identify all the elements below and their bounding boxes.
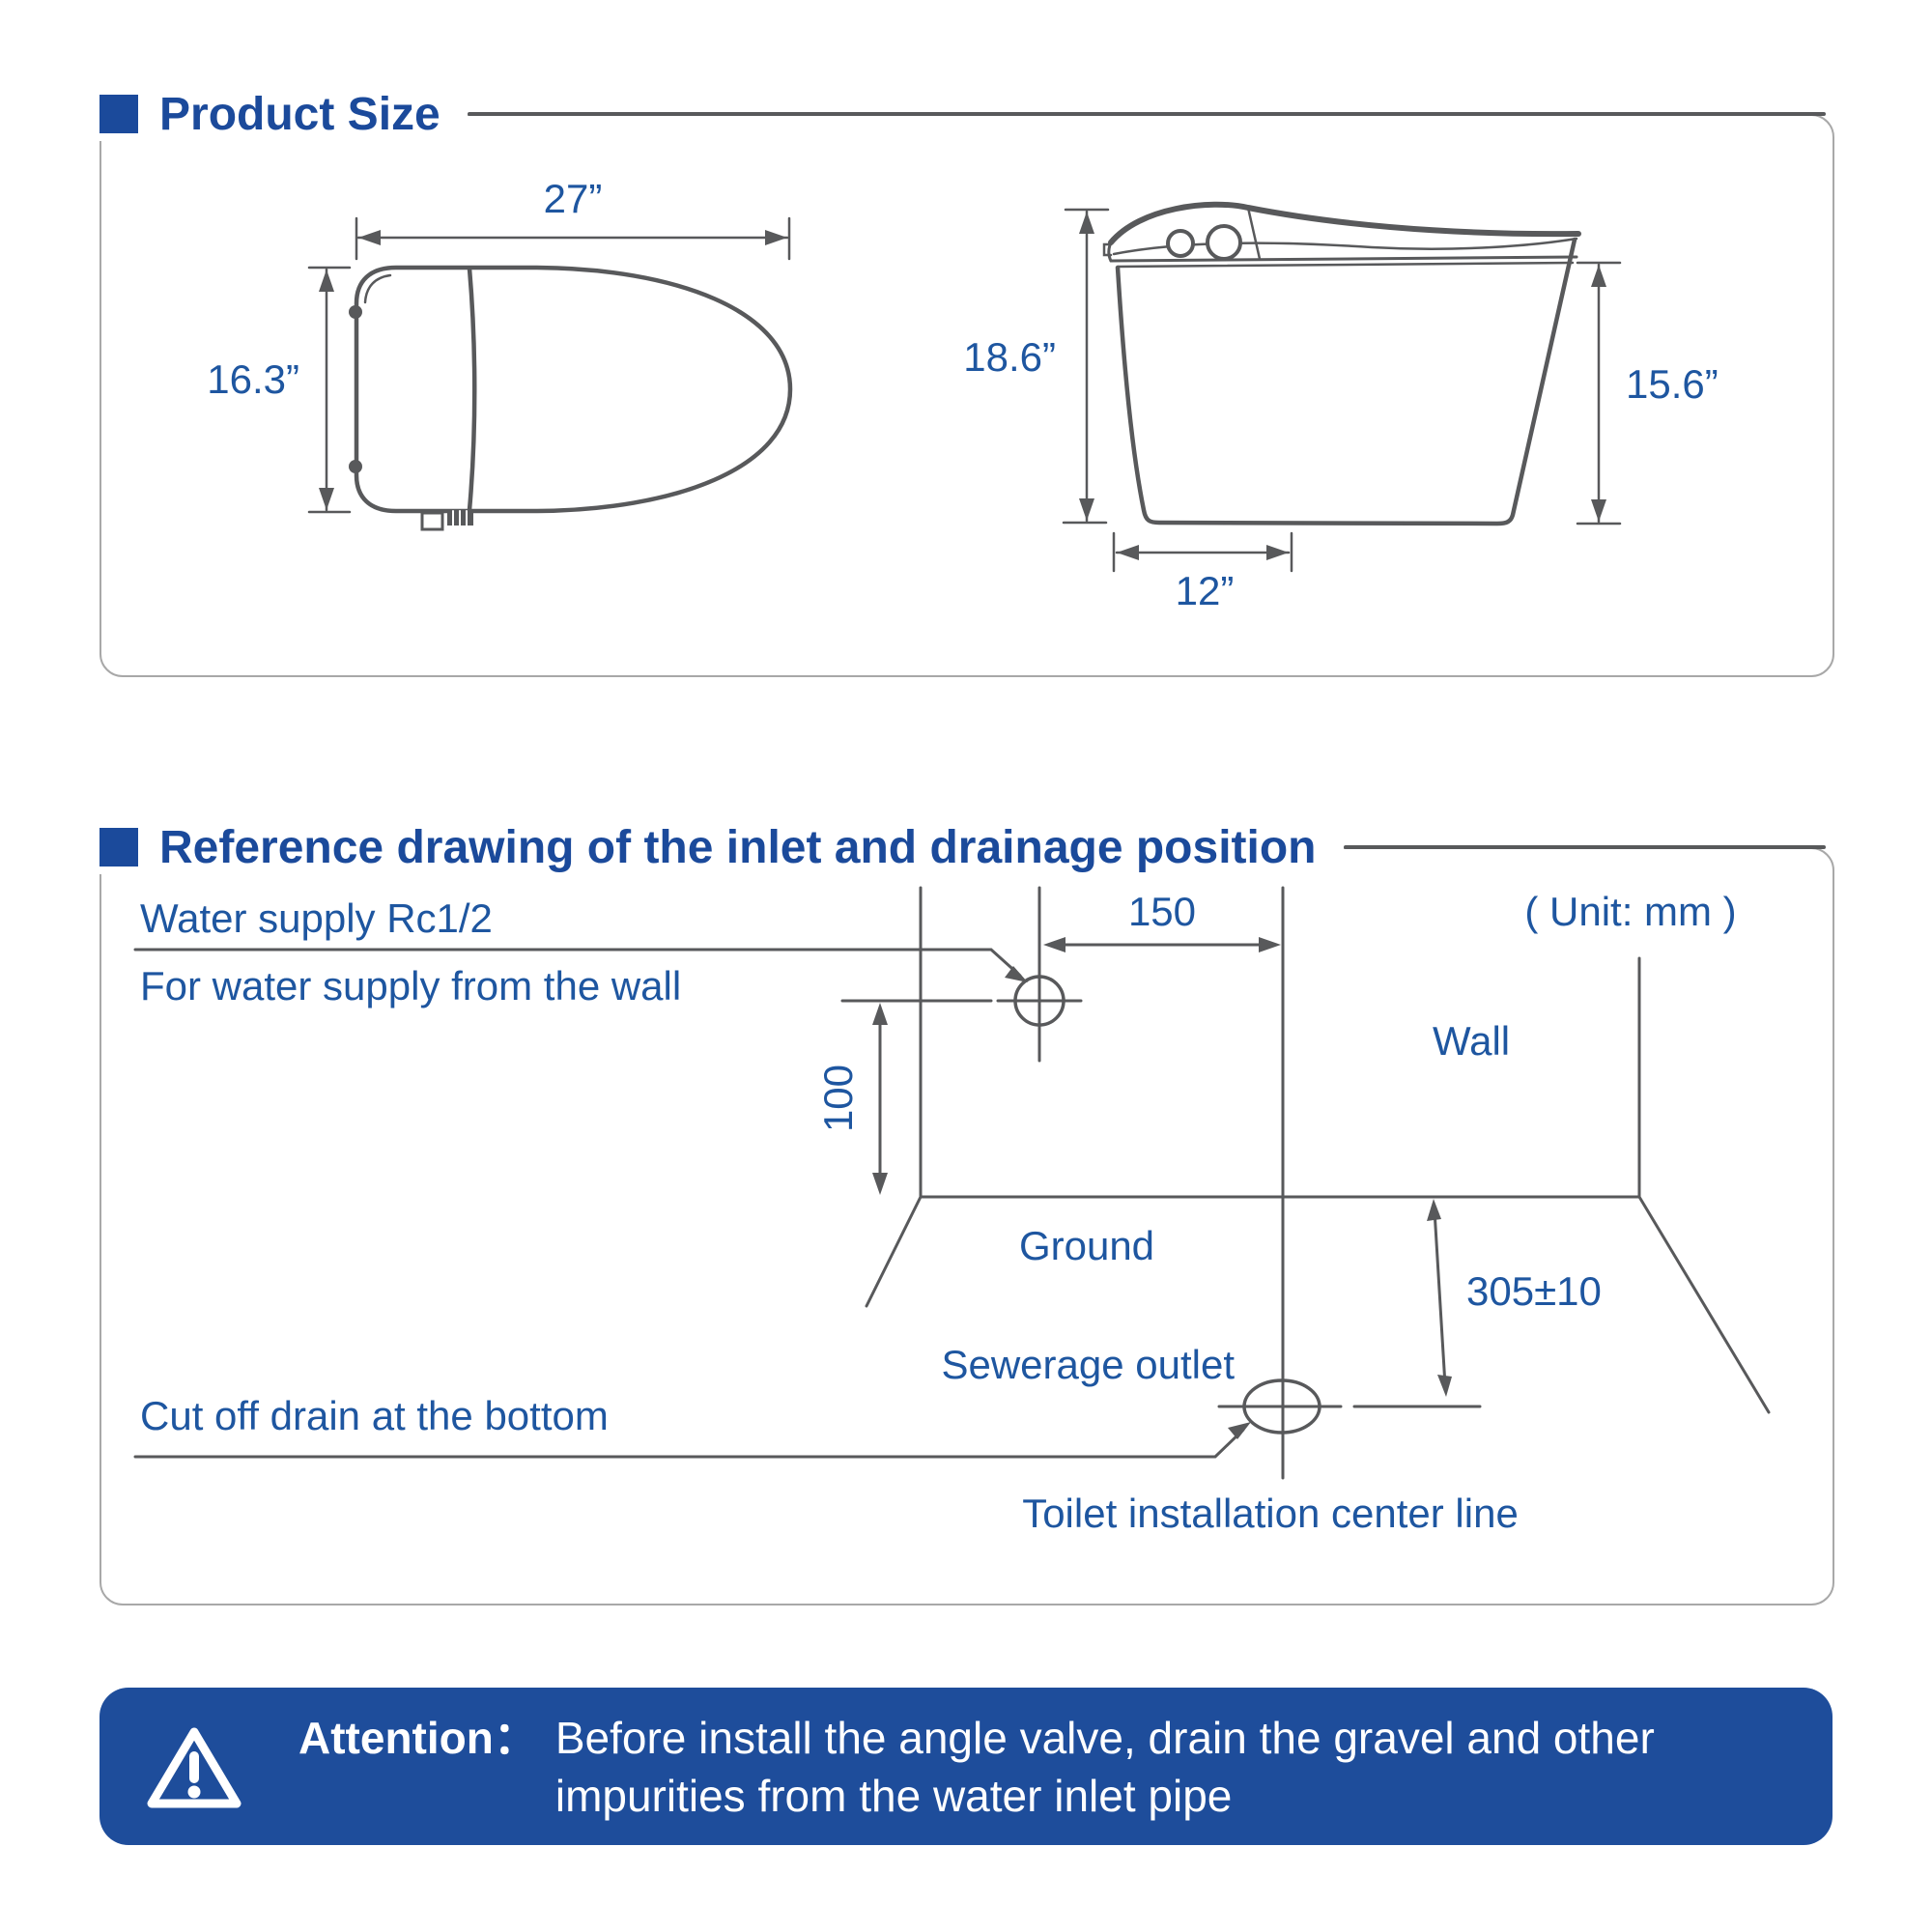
section-product-size: Product Size xyxy=(99,87,1826,141)
dim-305: 305±10 xyxy=(1466,1268,1602,1314)
label-sewerage-outlet: Sewerage outlet xyxy=(941,1342,1235,1387)
product-size-panel xyxy=(99,114,1834,677)
section-reference-drawing: Reference drawing of the inlet and drain… xyxy=(99,820,1826,874)
label-center-line: Toilet installation center line xyxy=(1022,1491,1519,1536)
label-ground: Ground xyxy=(1018,1223,1155,1268)
dim-top-depth: 16.3” xyxy=(207,356,299,402)
label-wall: Wall xyxy=(1433,1018,1511,1064)
attention-message: Before install the angle valve, drain th… xyxy=(555,1709,1655,1825)
label-cut-off-drain: Cut off drain at the bottom xyxy=(140,1393,609,1438)
label-water-supply-1: Water supply Rc1/2 xyxy=(140,895,493,941)
dim-150: 150 xyxy=(1127,889,1197,934)
square-bullet-icon xyxy=(99,828,138,867)
attention-label: Attention： xyxy=(298,1712,538,1763)
title-rule-line xyxy=(467,112,1826,116)
dim-100: 100 xyxy=(815,1064,861,1133)
dim-side-height-total: 18.6” xyxy=(963,334,1056,380)
attention-banner: Attention： Before install the angle valv… xyxy=(99,1688,1833,1845)
dim-rough-in: 12” xyxy=(1175,568,1235,613)
section-title: Reference drawing of the inlet and drain… xyxy=(159,821,1317,873)
label-water-supply-2: For water supply from the wall xyxy=(140,963,682,1009)
section-title: Product Size xyxy=(159,88,440,140)
title-rule-line xyxy=(1343,845,1826,849)
warning-triangle-icon xyxy=(147,1727,242,1807)
attention-line-2: impurities from the water inlet pipe xyxy=(554,1770,1233,1821)
label-unit-note: ( Unit: mm ) xyxy=(1524,889,1737,934)
dim-top-width: 27” xyxy=(543,176,603,221)
square-bullet-icon xyxy=(99,95,138,133)
dim-side-height-seat: 15.6” xyxy=(1626,361,1719,407)
attention-line-1: Before install the angle valve, drain th… xyxy=(554,1712,1655,1763)
